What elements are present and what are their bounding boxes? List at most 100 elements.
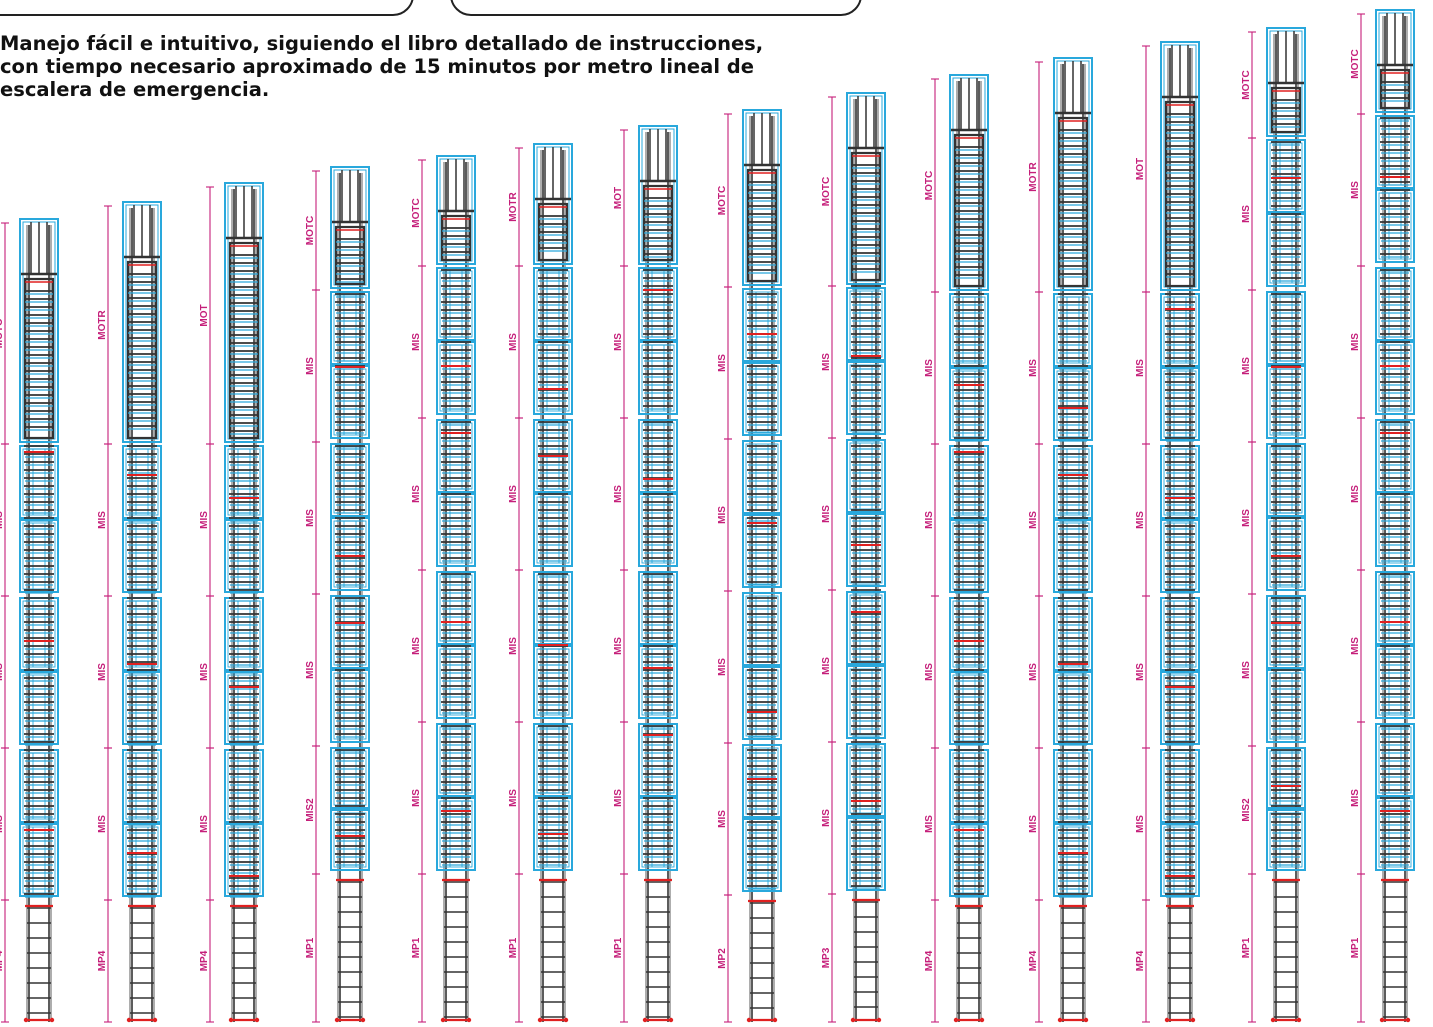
segment-label: MIS <box>613 789 624 807</box>
bottom-ladder-section <box>228 904 260 1023</box>
segment-label: MIS <box>613 637 624 655</box>
base-anchor <box>466 1017 472 1023</box>
cage-segment <box>436 723 476 871</box>
segment-label: MIS <box>1350 637 1361 655</box>
segment-label: MIS <box>97 663 108 681</box>
cage-segment <box>533 419 573 567</box>
segment-label: MIS <box>717 810 728 828</box>
segment-label: MP4 <box>0 950 5 971</box>
cage-segment <box>1053 749 1093 898</box>
top-exit-hoop <box>126 260 158 440</box>
cage-module <box>122 519 162 593</box>
segment-label: MIS <box>821 809 832 827</box>
cage-module <box>533 419 573 493</box>
cage-module-inner <box>1163 826 1197 894</box>
cage-module <box>533 723 573 797</box>
top-exit-outline <box>330 166 370 289</box>
base-anchor <box>979 1017 985 1023</box>
cage-module <box>1375 571 1415 645</box>
segment-label: MIS <box>1028 815 1039 833</box>
cage-segment <box>224 597 264 746</box>
top-exit-module <box>224 182 264 443</box>
cage-module <box>1160 823 1200 897</box>
top-exit-outline <box>1160 41 1200 291</box>
top-exit-module <box>330 166 370 289</box>
base-anchor <box>850 1017 856 1023</box>
cage-module <box>846 743 886 817</box>
cage-module-inner <box>849 668 883 736</box>
base-anchor <box>563 1017 569 1023</box>
cage-module-inner <box>1163 370 1197 438</box>
cage-module <box>330 747 370 809</box>
bottom-ladder-section <box>642 878 674 1023</box>
cage-module <box>846 513 886 587</box>
segment-label: MIS <box>613 485 624 503</box>
cage-module <box>1375 419 1415 493</box>
cage-segment <box>742 440 782 588</box>
segment-label: MOT <box>1135 158 1146 180</box>
cage-module <box>436 419 476 493</box>
bottom-ladder-section <box>1164 904 1196 1023</box>
cage-module-inner <box>849 290 883 358</box>
cage-segment <box>1053 597 1093 746</box>
bottom-ladder-section <box>953 904 985 1023</box>
segment-label: MIS <box>924 815 935 833</box>
segment-label: MIS <box>924 511 935 529</box>
cage-module <box>638 267 678 341</box>
cage-module-inner <box>849 442 883 510</box>
segment-label: MIS <box>821 657 832 675</box>
segment-label: MOT <box>199 304 210 326</box>
segment-label: MIS <box>411 333 422 351</box>
base-anchor <box>746 1017 752 1023</box>
cage-module <box>533 267 573 341</box>
top-exit-outline <box>638 125 678 265</box>
base-anchor <box>668 1017 674 1023</box>
base-anchor <box>1190 1017 1196 1023</box>
segment-label: MIS2 <box>305 798 316 822</box>
cage-module-inner <box>1269 750 1303 806</box>
segment-label: MP4 <box>924 950 935 971</box>
segment-label: MIS <box>411 637 422 655</box>
cage-module-inner <box>1056 522 1090 590</box>
cage-module <box>1053 823 1093 897</box>
bottom-ladder-section <box>1270 878 1302 1023</box>
cage-module <box>846 665 886 739</box>
segment-label: MOTC <box>821 177 832 206</box>
segment-label: MIS <box>0 511 5 529</box>
top-exit-outline <box>224 182 264 443</box>
segment-label: MIS <box>199 511 210 529</box>
cage-segment <box>638 267 678 415</box>
cage-module-inner <box>952 826 986 894</box>
cage-module <box>638 723 678 797</box>
cage-module-inner <box>22 826 56 894</box>
cage-module <box>122 671 162 745</box>
bottom-ladder-section <box>746 899 778 1023</box>
cage-module <box>1266 139 1306 213</box>
top-exit-hoop <box>1270 86 1302 134</box>
base-anchor <box>1164 1017 1170 1023</box>
segment-label: MP4 <box>1135 950 1146 971</box>
base-anchor <box>642 1017 648 1023</box>
segment-label: MIS <box>1241 661 1252 679</box>
bottom-ladder-section <box>850 898 882 1023</box>
base-anchor <box>876 1017 882 1023</box>
cage-module-inner <box>1163 522 1197 590</box>
segment-label: MIS <box>717 354 728 372</box>
base-anchor <box>228 1017 234 1023</box>
segment-label: MIS2 <box>1241 798 1252 822</box>
base-anchor <box>953 1017 959 1023</box>
top-exit-outline <box>949 74 989 291</box>
cage-module <box>1266 291 1306 365</box>
cage-segment <box>1053 445 1093 594</box>
cage-module-inner <box>849 820 883 888</box>
cage-module <box>1053 519 1093 593</box>
top-exit-outline <box>436 155 476 265</box>
top-exit-hoop <box>440 214 472 262</box>
segment-label: MIS <box>1350 333 1361 351</box>
segment-label: MIS <box>305 661 316 679</box>
cage-module <box>1160 671 1200 745</box>
cage-segment <box>846 741 886 891</box>
